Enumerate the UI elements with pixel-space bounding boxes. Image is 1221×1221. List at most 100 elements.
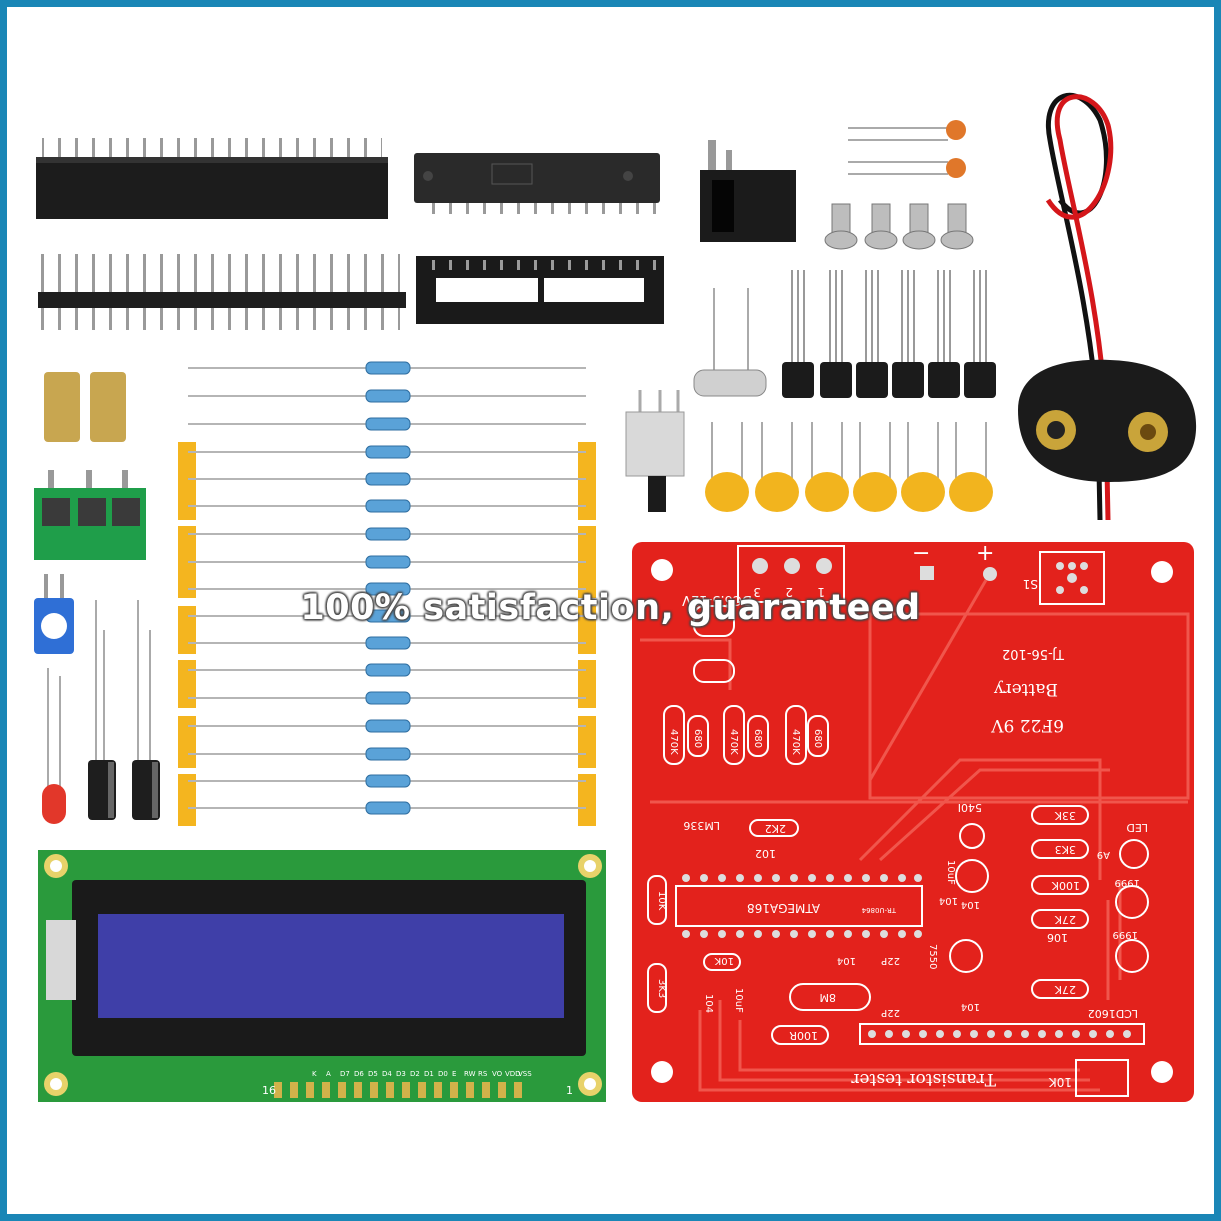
component-label: 2K2 — [765, 822, 786, 835]
push-switch — [625, 390, 685, 512]
switch-footprint: S1 — [1023, 551, 1105, 605]
component-label: 104 — [961, 1001, 980, 1012]
led-red — [42, 668, 66, 824]
lcd-pin-label: RW — [464, 1070, 476, 1078]
pcb-connector-3pin: 3 2 1 — [737, 545, 845, 603]
lcd-header-label: LCD1602 — [1088, 1007, 1138, 1020]
lcd-pin-label: VO — [492, 1070, 503, 1078]
connector-pin-label: 2 — [785, 585, 793, 599]
lcd-pin-label: RS — [478, 1070, 488, 1078]
lcd-header-footprint: LCD1602 — [859, 1007, 1145, 1045]
watermark-text: 100% satisfaction, guaranteed — [300, 588, 921, 628]
dc-input-label: DC6.5-12V — [682, 592, 752, 607]
resistor-tape — [178, 361, 596, 826]
led-label: LED — [1126, 821, 1148, 834]
resistor-label: 680 — [692, 729, 703, 748]
battery-snap-connector — [1018, 92, 1197, 521]
component-label: 106 — [1047, 931, 1068, 944]
brass-standoffs — [44, 372, 126, 442]
male-header-strip — [38, 254, 406, 330]
pot-label: 10K — [1048, 1075, 1072, 1089]
resistor-label: 680 — [812, 729, 823, 748]
resistor-label: 470K — [790, 729, 801, 755]
component-label: 7550 — [927, 944, 938, 969]
lcd-pin-label: D3 — [396, 1070, 406, 1078]
component-label: A9 — [1097, 849, 1110, 860]
screw-terminal-block — [34, 470, 146, 560]
connector-pin-label: 1 — [817, 585, 825, 599]
dc-power-jack — [700, 140, 796, 242]
component-label: 100R — [789, 1029, 818, 1042]
component-label: 100K — [1051, 879, 1080, 892]
component-label: 3K3 — [1055, 843, 1076, 856]
mcu-label: ATMEGA168 — [747, 901, 820, 915]
resistor-label: 470K — [728, 729, 739, 755]
battery-label: Battery — [994, 679, 1058, 699]
female-header-body — [36, 157, 388, 219]
lcd-pin-last-label: 16 — [262, 1084, 276, 1097]
component-label: 22P — [881, 955, 900, 966]
polarity-plus-label: + — [976, 541, 994, 566]
lcd-pin-label: E — [452, 1070, 456, 1078]
ceramic-capacitors-yellow — [705, 422, 993, 512]
transistor-tester-pcb: 3 2 1 − + S1 DC6.5-12V TJ-56-102 Battery… — [632, 541, 1194, 1102]
dip28-socket — [416, 256, 664, 324]
lcd-pin-label: D0 — [438, 1070, 448, 1078]
female-header-strip — [36, 138, 388, 219]
component-label: 1999 — [1113, 929, 1138, 940]
component-label: 540I — [958, 801, 982, 814]
pcb-title: Transistor tester — [850, 1069, 996, 1089]
component-label: LM336 — [683, 819, 720, 832]
switch-label: S1 — [1023, 577, 1038, 591]
lcd-pin-label: D4 — [382, 1070, 392, 1078]
pcb-right-labels: 540I 33K 3K3 100K 27K 106 27K 104 10uF 1… — [945, 801, 1149, 999]
connector-pin-label: 3 — [753, 585, 761, 599]
crystal-oscillator — [693, 288, 767, 397]
ic-code-label: TR-U0864 — [861, 906, 897, 914]
lcd-pin-label: VDD — [505, 1070, 521, 1078]
component-label: 1999 — [1115, 877, 1140, 888]
dip28-chip — [414, 153, 660, 214]
trimmer-potentiometer — [34, 574, 74, 654]
lcd-pin-label: D5 — [368, 1070, 378, 1078]
lcd-pin-label: K — [312, 1070, 317, 1078]
resistor-footprints-left: 470K 680 470K 680 470K 680 — [663, 705, 829, 765]
component-label: 104 — [703, 994, 714, 1013]
component-label: 10K — [714, 955, 734, 966]
lcd-pin-first-label: 1 — [566, 1084, 573, 1097]
lcd-pin-label: VSS — [518, 1070, 532, 1078]
lcd-pin-label: D1 — [424, 1070, 434, 1078]
component-label: 10uF — [733, 988, 744, 1013]
ceramic-capacitors-small — [848, 120, 966, 178]
component-label: 27K — [1054, 983, 1076, 996]
lcd-pin-label: D2 — [410, 1070, 420, 1078]
transistors — [782, 270, 996, 398]
component-label: 10K — [656, 891, 667, 911]
component-label: 104 — [837, 955, 856, 966]
component-label: 102 — [755, 847, 776, 860]
lcd-pin-label: D7 — [340, 1070, 350, 1078]
electrolytic-capacitors — [88, 600, 160, 820]
lcd1602-module: 16 1 VSS VDD VO RS RW E D0 D1 D2 D3 D4 D… — [38, 850, 606, 1102]
lcd-pin-label: A — [326, 1070, 331, 1078]
component-label: 104 — [961, 899, 980, 910]
lcd-screen — [98, 914, 564, 1018]
polarity-minus-label: − — [912, 541, 930, 566]
component-label: 10uF — [945, 860, 956, 885]
resistor-label: 680 — [752, 729, 763, 748]
crystal-label: 8M — [820, 991, 837, 1004]
mcu-footprint: ATMEGA168 TR-U0864 — [675, 874, 923, 938]
component-label: 27K — [1054, 913, 1076, 926]
screws — [824, 203, 974, 250]
component-label: 3K3 — [656, 979, 667, 998]
battery-type-label: 6F22 9V — [991, 715, 1064, 735]
battery-code-label: TJ-56-102 — [1002, 646, 1065, 661]
component-label: 104 — [939, 895, 958, 906]
chip-body — [414, 153, 660, 203]
component-label: 33K — [1054, 809, 1076, 822]
lcd-pin-label: D6 — [354, 1070, 364, 1078]
resistor-label: 470K — [668, 729, 679, 755]
pcb-middle-labels: LM336 2K2 102 10K 3K3 10K 104 104 22P 22… — [647, 819, 980, 1045]
pcb-board — [632, 542, 1194, 1102]
